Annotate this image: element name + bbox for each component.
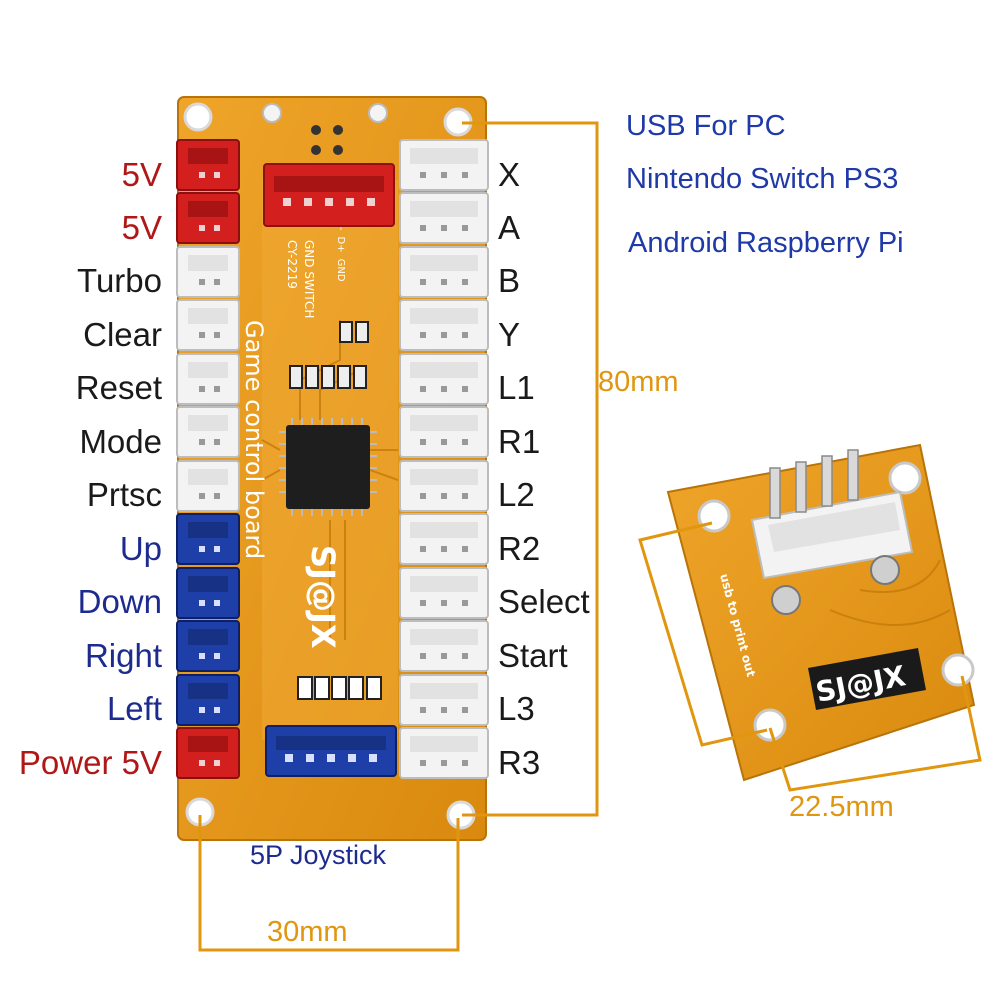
- label-start: Start: [498, 637, 568, 674]
- label-l2: L2: [498, 476, 535, 513]
- joystick-connector: [265, 725, 397, 777]
- right-connector-select: [399, 567, 489, 619]
- right-connector-r1: [399, 406, 489, 458]
- board-title: Game control board: [240, 320, 268, 559]
- pin-label: GND: [335, 259, 346, 282]
- label-right: Right: [84, 637, 162, 674]
- pin-label: D+: [335, 237, 346, 253]
- board-brand: SJ@JX: [304, 545, 342, 649]
- label-r3: R3: [498, 744, 541, 781]
- board-model: CY-2219: [285, 240, 299, 289]
- left-connector-down: [176, 567, 240, 619]
- right-connector-r3: [399, 727, 489, 779]
- left-connector-mode: [176, 406, 240, 458]
- label-5v-2: 5V: [121, 209, 162, 246]
- left-connector-up: [176, 513, 240, 565]
- right-connector-a: [399, 192, 489, 244]
- label-l1: L1: [498, 369, 535, 406]
- label-down: Down: [77, 583, 162, 620]
- label-5v-1: 5V: [121, 156, 162, 193]
- label-r1: R1: [498, 423, 541, 460]
- left-connector-turbo: [176, 246, 240, 298]
- label-x: X: [498, 156, 521, 193]
- width-dimension-label: 30mm: [267, 916, 348, 948]
- board-header-labels: GND SWITCH: [302, 240, 316, 318]
- joystick-label: 5P Joystick: [250, 840, 387, 870]
- left-connector-prtsc: [176, 460, 240, 512]
- right-connector-x: [399, 139, 489, 191]
- left-connector-right: [176, 620, 240, 672]
- left-connector-clear: [176, 299, 240, 351]
- left-connector-5v-2: [176, 192, 240, 244]
- left-connector-left: [176, 674, 240, 726]
- height-dimension-label: 80mm: [598, 366, 679, 398]
- label-r2: R2: [498, 530, 541, 567]
- left-connector-power-5v: [176, 727, 240, 779]
- right-connector-start: [399, 620, 489, 672]
- hole-spacing-dimension-line: [638, 521, 982, 792]
- label-reset: Reset: [75, 369, 162, 406]
- right-connector-l3: [399, 674, 489, 726]
- compat-line-3: Android Raspberry Pi: [628, 227, 904, 259]
- label-b: B: [498, 262, 521, 299]
- label-y: Y: [498, 316, 521, 353]
- width-dimension-line: [198, 815, 460, 952]
- microcontroller-chip: [279, 418, 377, 516]
- label-clear: Clear: [83, 316, 162, 353]
- resistor-array: [289, 321, 369, 389]
- right-connector-b: [399, 246, 489, 298]
- label-up: Up: [119, 530, 162, 567]
- height-dimension-line: [462, 121, 599, 817]
- left-connector-reset: [176, 353, 240, 405]
- label-turbo: Turbo: [77, 262, 162, 299]
- right-connector-r2: [399, 513, 489, 565]
- label-prtsc: Prtsc: [86, 476, 162, 513]
- label-mode: Mode: [79, 423, 162, 460]
- label-power-5v: Power 5V: [18, 744, 162, 781]
- right-connector-l2: [399, 460, 489, 512]
- left-connector-5v-1: [176, 139, 240, 191]
- label-a: A: [498, 209, 521, 246]
- usb-header-connector: [263, 163, 395, 227]
- right-connector-y: [399, 299, 489, 351]
- label-l3: L3: [498, 690, 535, 727]
- led-array: [297, 676, 382, 700]
- compat-line-2: Nintendo Switch PS3: [626, 163, 899, 195]
- label-select: Select: [498, 583, 590, 620]
- right-connector-l1: [399, 353, 489, 405]
- mounting-hole: [183, 102, 213, 132]
- hole-spacing-label: 22.5mm: [789, 791, 894, 823]
- compat-line-1: USB For PC: [626, 110, 786, 142]
- usb-adapter-board: SJ@JX usb to print out: [666, 443, 976, 782]
- label-left: Left: [106, 690, 162, 727]
